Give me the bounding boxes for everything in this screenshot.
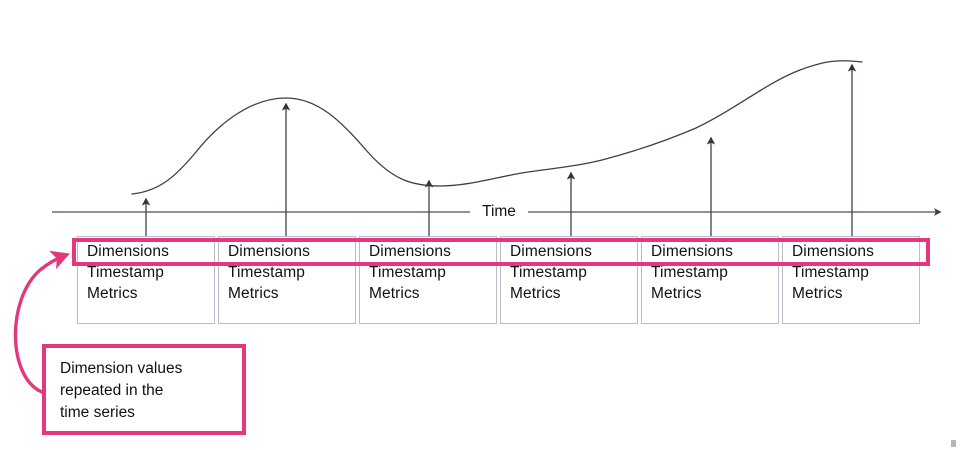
record-timestamp-label: Timestamp bbox=[228, 264, 305, 281]
record-dimensions-label: Dimensions bbox=[87, 243, 169, 260]
record-metrics-label: Metrics bbox=[228, 285, 279, 302]
callout-box: Dimension values repeated in the time se… bbox=[42, 344, 246, 435]
record-dimensions-label: Dimensions bbox=[792, 243, 874, 260]
record-timestamp-label: Timestamp bbox=[87, 264, 164, 281]
callout-arrow bbox=[13, 250, 70, 394]
record-timestamp-label: Timestamp bbox=[651, 264, 728, 281]
record-dimensions-label: Dimensions bbox=[651, 243, 733, 260]
corner-artifact bbox=[951, 440, 956, 447]
record-metrics-label: Metrics bbox=[87, 285, 138, 302]
record-box[interactable]: Dimensions Timestamp Metrics bbox=[641, 236, 779, 324]
record-box[interactable]: Dimensions Timestamp Metrics bbox=[500, 236, 638, 324]
record-metrics-label: Metrics bbox=[369, 285, 420, 302]
record-boxes: Dimensions Timestamp Metrics Dimensions … bbox=[77, 236, 923, 326]
record-dimensions-label: Dimensions bbox=[510, 243, 592, 260]
callout-line: Dimension values bbox=[60, 360, 183, 377]
record-timestamp-label: Timestamp bbox=[510, 264, 587, 281]
time-axis-label: Time bbox=[470, 202, 528, 222]
record-dimensions-label: Dimensions bbox=[369, 243, 451, 260]
callout-line: repeated in the bbox=[60, 382, 164, 399]
timeseries-curve bbox=[131, 60, 863, 195]
record-dimensions-label: Dimensions bbox=[228, 243, 310, 260]
record-box[interactable]: Dimensions Timestamp Metrics bbox=[218, 236, 356, 324]
record-box[interactable]: Dimensions Timestamp Metrics bbox=[77, 236, 215, 324]
record-timestamp-label: Timestamp bbox=[792, 264, 869, 281]
record-box[interactable]: Dimensions Timestamp Metrics bbox=[782, 236, 920, 324]
record-metrics-label: Metrics bbox=[792, 285, 843, 302]
record-metrics-label: Metrics bbox=[651, 285, 702, 302]
record-timestamp-label: Timestamp bbox=[369, 264, 446, 281]
record-box[interactable]: Dimensions Timestamp Metrics bbox=[359, 236, 497, 324]
callout-line: time series bbox=[60, 404, 135, 421]
record-metrics-label: Metrics bbox=[510, 285, 561, 302]
